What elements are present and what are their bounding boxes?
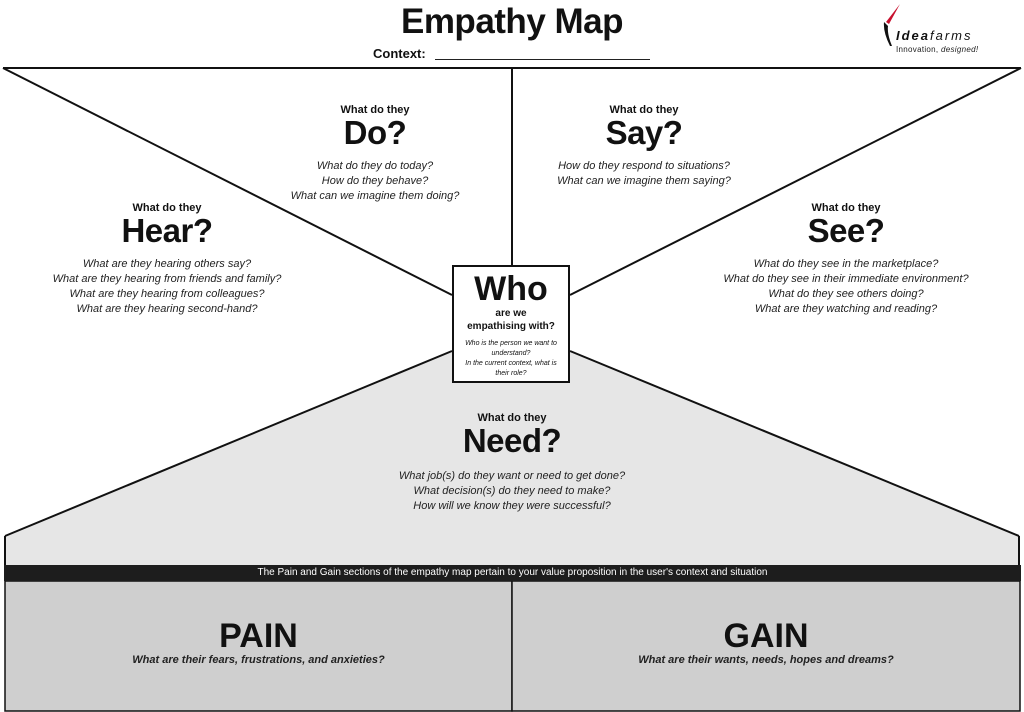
need-right-edge <box>569 350 1020 537</box>
need-section: What do they Need? What job(s) do they w… <box>362 412 662 514</box>
need-area <box>5 351 1019 565</box>
see-question: What do they see in their immediate envi… <box>723 273 969 285</box>
who-subtitle-line2: empathising with? <box>467 321 555 332</box>
hear-question: What are they hearing second-hand? <box>76 303 258 315</box>
see-question: What do they see in the marketplace? <box>753 258 939 270</box>
do-section: What do they Do? What do they do today? … <box>275 104 475 204</box>
who-question: Who is the person we want to understand? <box>465 340 557 357</box>
logo-tagline: Innovation, designed! <box>896 45 978 54</box>
who-title: Who <box>474 270 548 308</box>
hear-title: Hear? <box>121 212 213 249</box>
need-question: What job(s) do they want or need to get … <box>398 470 626 482</box>
say-kicker: What do they <box>609 104 679 116</box>
do-question: What do they do today? <box>316 160 434 172</box>
see-question: What do they see others doing? <box>768 288 924 300</box>
who-question: In the current context, what is their ro… <box>465 360 557 377</box>
do-question: How do they behave? <box>321 175 429 187</box>
logo-tagline-em: designed! <box>940 45 979 54</box>
pain-title: PAIN <box>219 617 298 655</box>
need-questions: What job(s) do they want or need to get … <box>362 469 662 514</box>
say-question: What can we imagine them saying? <box>557 175 731 187</box>
hear-question: What are they hearing others say? <box>82 258 252 270</box>
see-question: What are they watching and reading? <box>754 303 938 315</box>
need-question: What decision(s) do they need to make? <box>413 485 611 497</box>
see-title: See? <box>807 212 885 249</box>
need-question: How will we know they were successful? <box>413 500 611 512</box>
logo-name-bold: Idea <box>896 28 931 43</box>
say-questions: How do they respond to situations? What … <box>534 159 754 189</box>
hear-question: What are they hearing from friends and f… <box>52 273 282 285</box>
see-kicker: What do they <box>811 202 881 214</box>
pain-gain-banner: The Pain and Gain sections of the empath… <box>4 565 1021 581</box>
left-diagonal-line <box>2 67 453 296</box>
context-label: Context: <box>373 46 426 61</box>
do-questions: What do they do today? How do they behav… <box>275 159 475 204</box>
logo-wordmark: Ideafarms <box>896 28 973 43</box>
who-subtitle-line1: are we <box>495 308 527 319</box>
gain-section: GAIN What are their wants, needs, hopes … <box>512 618 1020 666</box>
need-title: Need? <box>462 422 562 459</box>
say-title: Say? <box>605 114 683 151</box>
do-kicker: What do they <box>340 104 410 116</box>
who-questions: Who is the person we want to understand?… <box>454 339 568 379</box>
logo-name-light: farms <box>930 28 973 43</box>
idea-farms-logo-icon <box>883 4 900 46</box>
who-box: Who are we empathising with? Who is the … <box>452 265 570 383</box>
hear-questions: What are they hearing others say? What a… <box>42 257 292 317</box>
context-field[interactable] <box>435 59 650 60</box>
hear-section: What do they Hear? What are they hearing… <box>42 202 292 317</box>
page-title: Empathy Map <box>400 2 624 41</box>
hear-kicker: What do they <box>132 202 202 214</box>
gain-panel <box>511 580 1021 712</box>
gain-title: GAIN <box>723 617 809 655</box>
see-questions: What do they see in the marketplace? Wha… <box>716 257 976 317</box>
say-section: What do they Say? How do they respond to… <box>534 104 754 189</box>
logo-tagline-text: Innovation, <box>896 45 939 54</box>
pain-question: What are their fears, frustrations, and … <box>132 654 385 666</box>
pain-section: PAIN What are their fears, frustrations,… <box>5 618 512 666</box>
need-left-edge <box>4 350 453 537</box>
need-kicker: What do they <box>477 412 547 424</box>
right-diagonal-line <box>569 67 1022 296</box>
do-title: Do? <box>343 114 407 151</box>
gain-question: What are their wants, needs, hopes and d… <box>638 654 894 666</box>
hear-question: What are they hearing from colleagues? <box>69 288 265 300</box>
pain-panel <box>4 580 513 712</box>
see-section: What do they See? What do they see in th… <box>716 202 976 317</box>
say-question: How do they respond to situations? <box>558 160 730 172</box>
do-question: What can we imagine them doing? <box>290 190 460 202</box>
